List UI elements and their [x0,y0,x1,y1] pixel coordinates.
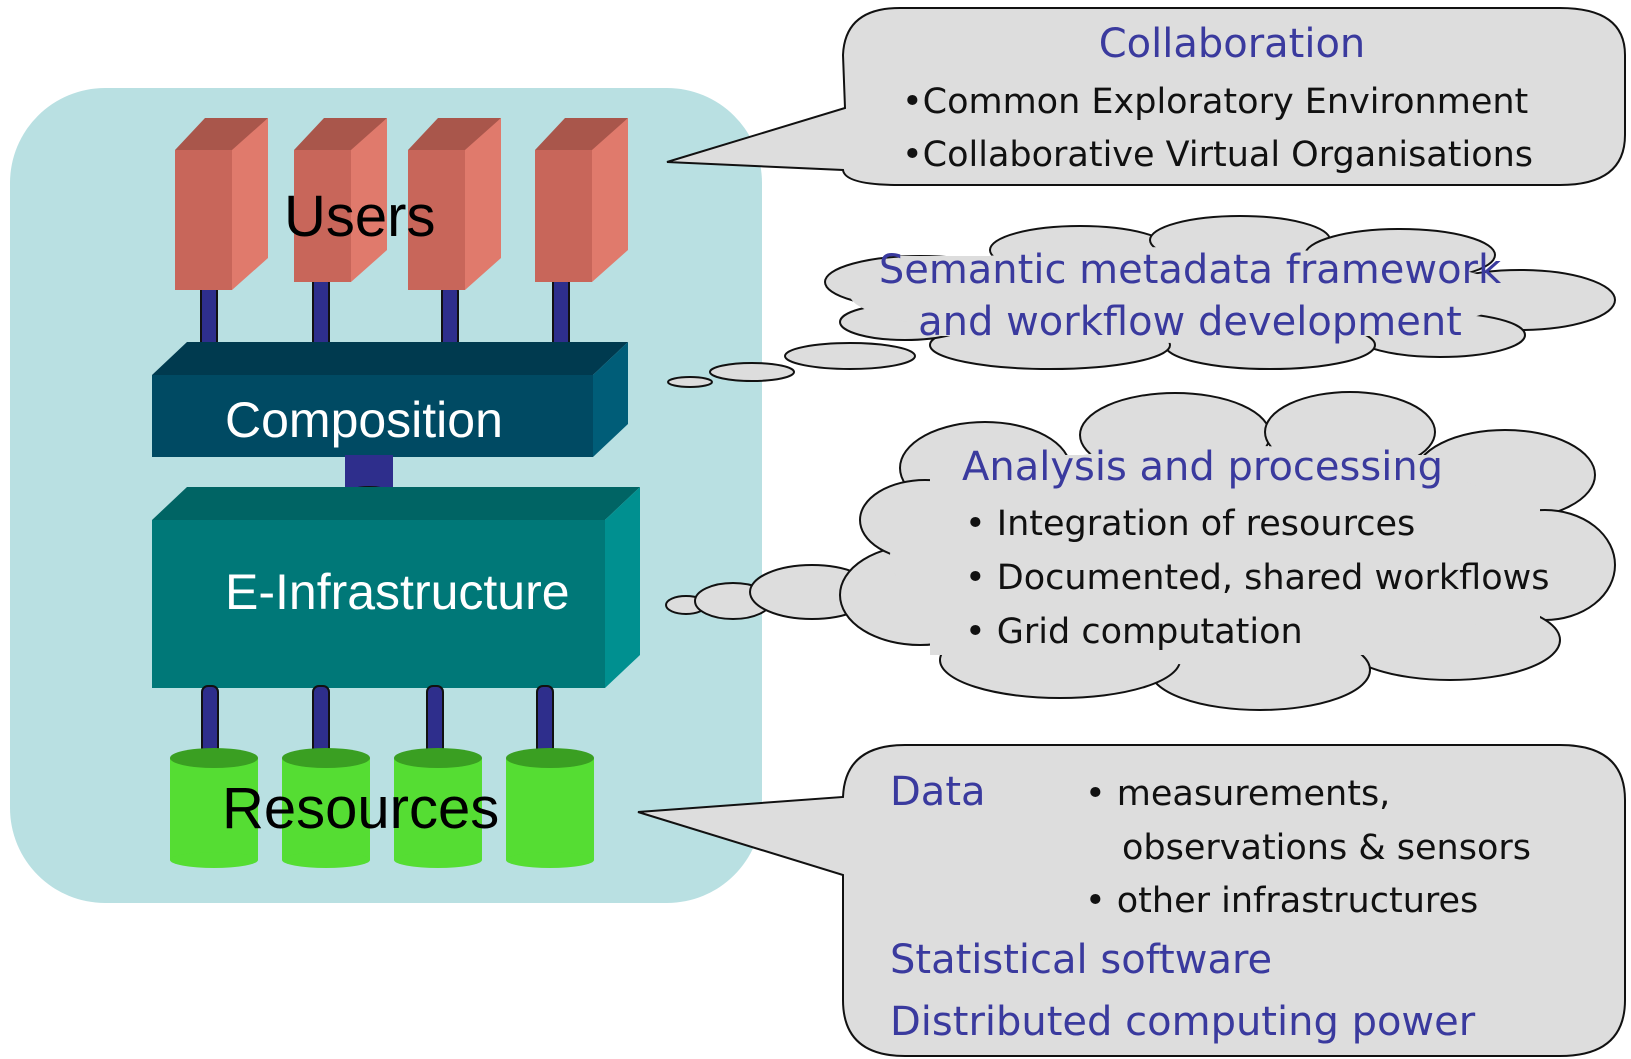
user-block [535,118,628,282]
semantic-line: and workflow development [918,299,1462,345]
collaboration-title: Collaboration [1099,21,1366,67]
data-item: • measurements, [1085,774,1390,814]
user-block [408,118,501,290]
infrastructure-block [152,487,640,688]
semantic-line: Semantic metadata framework [879,247,1502,293]
resource-connectors [201,685,554,763]
user-block [175,118,268,290]
semantic-cloud: Semantic metadata framework and workflow… [667,215,1616,388]
composition-block [152,342,628,457]
analysis-item: • Integration of resources [965,504,1415,544]
analysis-item: • Grid computation [965,612,1303,652]
resource-cylinder [170,748,258,868]
collaboration-item: •Common Exploratory Environment [902,82,1528,122]
resource-cylinder [394,748,482,868]
resource-cylinder [282,748,370,868]
data-item: observations & sensors [1122,828,1531,868]
user-blocks [175,118,628,290]
resource-cylinders [170,748,594,868]
users-label: Users [284,184,435,249]
infrastructure-label: E-Infrastructure [225,564,570,620]
resource-cylinder [506,748,594,868]
resources-callout: Data • measurements, observations & sens… [637,744,1626,1057]
computing-power-label: Distributed computing power [890,999,1476,1045]
data-item: • other infrastructures [1085,881,1478,921]
analysis-title: Analysis and processing [962,444,1443,490]
collaboration-item: •Collaborative Virtual Organisations [902,135,1533,175]
analysis-item: • Documented, shared workflows [965,558,1549,598]
analysis-cloud: Analysis and processing • Integration of… [665,391,1616,711]
composition-label: Composition [225,392,503,448]
user-block [294,118,387,282]
collaboration-callout: Collaboration •Common Exploratory Enviro… [666,7,1626,186]
resources-label: Resources [222,776,499,841]
statistical-software-label: Statistical software [890,937,1272,983]
data-label: Data [890,769,986,815]
